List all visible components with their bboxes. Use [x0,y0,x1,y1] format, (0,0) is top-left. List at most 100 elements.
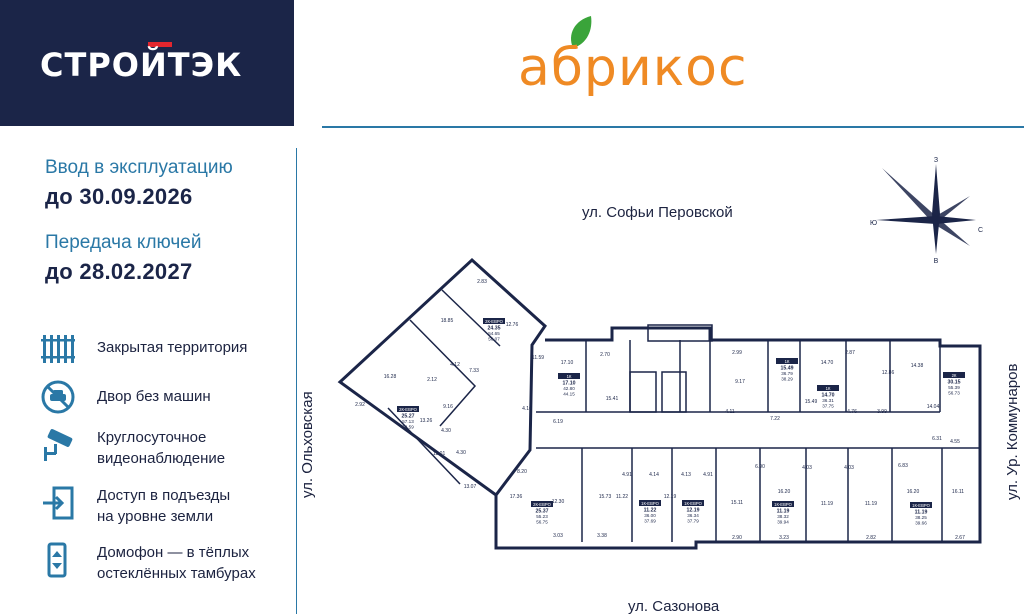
apartment-area-reduced: 44.15 [563,392,575,397]
room-area-label: 4.14 [649,472,659,478]
room-area-label: 4.55 [950,439,960,445]
apartment-area-reduced: 56.07 [488,337,500,342]
developer-logo-block: СТРОЙТЭК [0,0,294,126]
compass-west-label: Ю [870,220,877,227]
apartment-living-area: 24.35 [488,326,501,332]
apartment-area-reduced: 58.59 [402,425,414,430]
apartment-area-reduced: 37.79 [687,519,699,524]
room-area-label: 3.23 [779,535,789,541]
room-area-label: 6.19 [553,419,563,425]
room-area-label: 4.76 [847,409,857,415]
plan-outer-wall-left-wing [337,257,547,498]
room-area-label: 4.12 [450,362,460,368]
logo-accent-bar [148,42,172,47]
room-area-label: 11.19 [821,501,833,507]
apartment-living-area: 11.19 [777,509,790,515]
room-area-label: 16.11 [952,489,964,495]
fence-icon [41,335,75,363]
room-area-label: 3.99 [877,409,887,415]
room-area-label: 14.70 [821,360,834,366]
room-area-label: 7.33 [469,368,479,374]
room-area-label: 6.83 [898,463,908,469]
room-area-label: 9.16 [443,404,453,410]
apartment-living-area: 25.27 [402,414,415,420]
room-area-label: 7.22 [770,416,780,422]
room-area-label: 4.30 [456,450,466,456]
room-area-label: 17.10 [561,360,574,366]
sidebar-divider [296,148,297,614]
compass-east-label: С [978,227,983,234]
room-area-label: 15.41 [606,396,619,402]
room-area-label: 15.11 [731,500,743,506]
room-area-label: 4.91 [622,472,632,478]
apartment-living-area: 25.37 [536,509,549,515]
apartment-area-total: 38.32 [777,514,789,519]
feature-text: Закрытая территория [97,339,248,356]
room-area-label: 18.85 [441,318,454,324]
room-area-label: 17.36 [510,494,523,500]
feature-car-free-yard: Двор без машин [40,379,290,427]
entrance-icon [43,486,74,520]
apartment-area-total: 36.34 [687,513,699,518]
apartment-area-reduced: 39.94 [777,520,789,525]
apartment-type: 1К [826,386,831,391]
room-area-label: 6.31 [932,436,942,442]
room-area-label: 11.19 [865,501,877,507]
apartment-labels: 2К-ЕВРО24.3554.6556.072К-ЕВРО25.2757.135… [397,318,965,526]
room-area-label: 3.38 [597,533,607,539]
room-area-label: 4.11 [725,409,735,415]
room-area-label: 13.07 [464,484,477,490]
apartment-area-reduced: 38.29 [781,377,793,382]
room-area-label: 4.91 [703,472,713,478]
room-area-label: 2.83 [477,279,487,285]
apartment-type: 2К-ЕВРО [533,502,551,507]
apartment-area-total: 54.65 [488,331,500,336]
room-area-label: 4.30 [441,428,451,434]
apartment-type: 1К-ЕВРО [774,502,792,507]
street-north: ул. Софьи Перовской [582,204,733,221]
apartment-living-area: 15.49 [781,366,794,372]
apartment-type: 1К-ЕВРО [912,503,930,508]
room-area-label: 3.03 [553,533,563,539]
keys-date: до 28.02.2027 [45,259,193,284]
room-area-label: 2.67 [955,535,965,541]
apartment-area-total: 55.39 [948,385,960,390]
compass-north-label: З [934,157,938,164]
apartment-type: 1К [567,374,572,379]
keys-label: Передача ключей [45,232,202,253]
apartment-area-total: 38.25 [915,515,927,520]
compass-rose-icon: З В Ю С [870,157,983,264]
room-area-label: 2.70 [600,352,610,358]
room-area-label: 15.49 [805,399,818,405]
compass-south-label: В [934,258,939,264]
room-area-label: 16.20 [907,489,920,495]
room-area-label: 8.20 [517,469,527,475]
apartment-area-total: 42.80 [563,386,575,391]
apartment-type: 1К-ЕВРО [641,501,659,506]
apartment-area-reduced: 56.75 [536,520,548,525]
apartment-living-area: 11.22 [644,508,657,514]
room-area-label: 4.10 [522,406,532,412]
room-area-label: 12.76 [506,322,519,328]
room-area-label: 2.82 [866,535,876,541]
apartment-area-total: 36.79 [781,371,793,376]
leaf-icon [571,16,592,48]
room-area-label: 16.28 [384,374,397,380]
apartment-type: 2К [952,373,957,378]
developer-logo: СТРОЙТЭК [40,46,243,84]
feature-text: Двор без машин [97,388,211,405]
floor-plan: 2К-ЕВРО24.3554.6556.072К-ЕВРО25.2757.135… [337,257,982,550]
commission-date: до 30.09.2026 [45,184,193,209]
room-area-label: 12.30 [552,499,565,505]
